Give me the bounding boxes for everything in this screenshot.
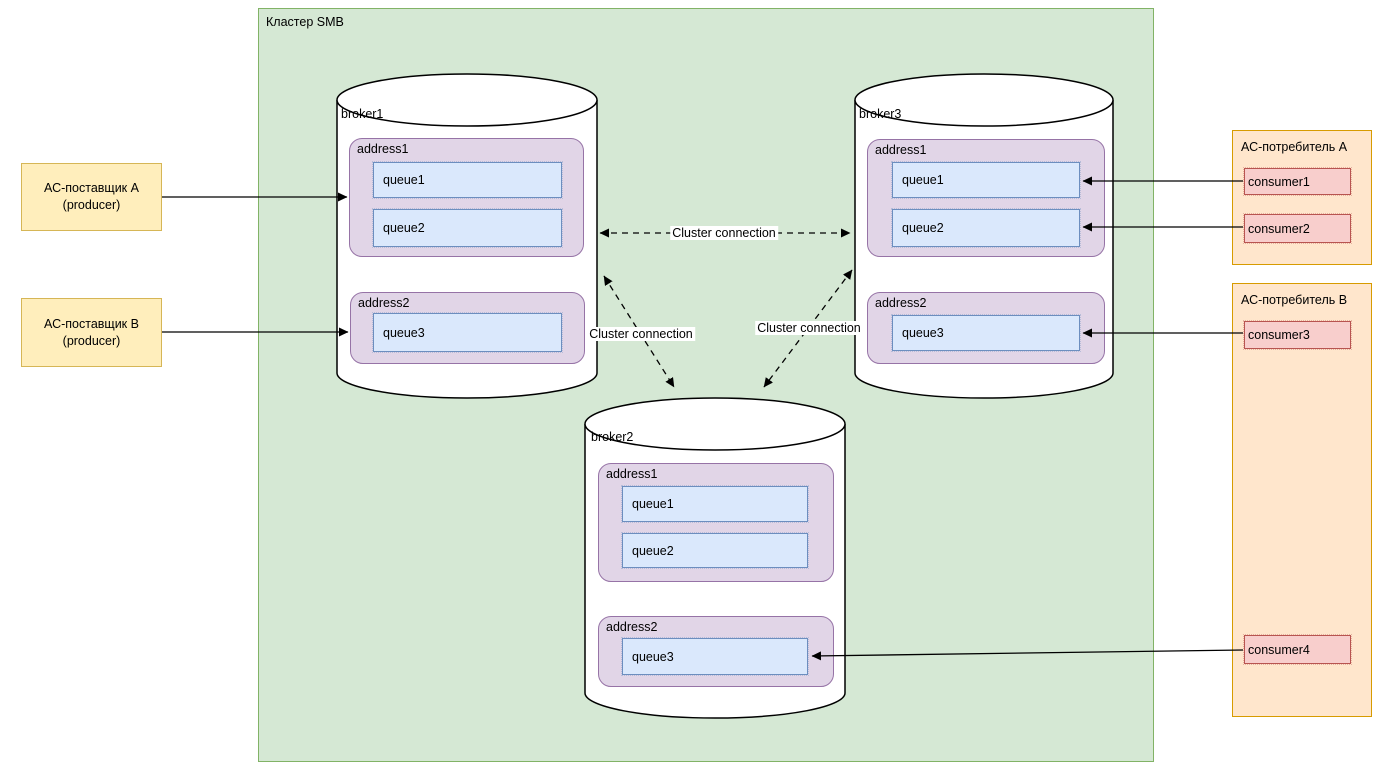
consumer-group-b-label: АС-потребитель В [1241,293,1348,307]
consumer-group-a-label: АС-потребитель А [1241,140,1348,154]
broker2-address2-label: address2 [606,620,658,634]
consumer1-box: consumer1 [1243,167,1352,196]
producer-a-box: АС-поставщик А (producer) [21,163,162,231]
consumer2-box: consumer2 [1243,213,1352,244]
consumer-group-b: АС-потребитель В consumer3 consumer4 [1232,283,1372,717]
broker1-queue2: queue2 [372,208,563,248]
producer-b-box: АС-поставщик В (producer) [21,298,162,367]
producer-a-role: (producer) [62,198,121,212]
broker2-label: broker2 [591,430,634,444]
broker3-queue3: queue3 [891,314,1081,352]
broker3-address1-label: address1 [875,143,927,157]
broker3-queue1: queue1 [891,161,1081,199]
producer-a-name: АС-поставщик А [44,181,139,195]
producer-b-role: (producer) [62,333,121,348]
broker1-address1-label: address1 [357,142,409,156]
broker2-queue1: queue1 [621,485,809,523]
broker1-queue3: queue3 [372,312,563,353]
consumer4-box: consumer4 [1243,634,1352,665]
broker2-address1-label: address1 [606,467,658,481]
broker1-address2-label: address2 [358,296,410,310]
broker3-queue2: queue2 [891,208,1081,248]
cluster-connection-label-right: Cluster connection [755,321,863,335]
broker2-queue2: queue2 [621,532,809,569]
cluster-label: Кластер SMB [266,15,344,29]
broker3-address2-label: address2 [875,296,927,310]
broker2-queue3: queue3 [621,637,809,676]
broker1-queue1: queue1 [372,161,563,199]
producer-b-name: АС-поставщик В [44,316,139,331]
consumer3-box: consumer3 [1243,320,1352,350]
consumer-group-a: АС-потребитель А consumer1 consumer2 [1232,130,1372,265]
cluster-connection-label-horizontal: Cluster connection [670,226,778,240]
broker1-label: broker1 [341,107,384,121]
cluster-connection-label-left: Cluster connection [587,327,695,341]
broker3-label: broker3 [859,107,902,121]
